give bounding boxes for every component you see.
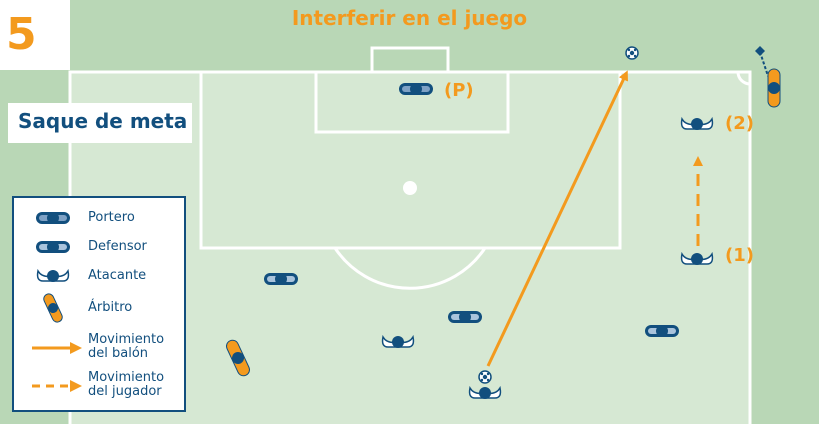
defender xyxy=(645,325,679,337)
goalkeeper xyxy=(399,83,433,95)
legend-item-player-movement: Movimiento del jugador xyxy=(14,368,184,404)
legend: Portero Defensor Atacante xyxy=(12,196,186,412)
corner-flag xyxy=(755,46,769,77)
legend-item-referee: Árbitro xyxy=(14,293,184,323)
defender xyxy=(264,273,298,285)
subtitle-box: Saque de meta xyxy=(8,103,192,143)
diagram-title: Interferir en el juego xyxy=(291,6,528,30)
ball-movement-arrow xyxy=(486,70,628,367)
attacker-icon xyxy=(36,268,70,282)
legend-label-ball-movement-1: Movimiento xyxy=(88,332,165,347)
legend-item-goalkeeper: Portero xyxy=(14,206,184,236)
penalty-spot xyxy=(403,181,417,195)
figure-number: 5 xyxy=(6,9,37,60)
ball-kick xyxy=(478,370,492,384)
figure-number-badge: 5 xyxy=(0,0,70,70)
legend-item-attacker: Atacante xyxy=(14,264,184,294)
attacker xyxy=(381,334,415,348)
attacker-kicker xyxy=(468,385,502,399)
ball-landing xyxy=(625,46,639,60)
legend-label-attacker: Atacante xyxy=(88,268,147,283)
legend-label-defender: Defensor xyxy=(88,239,147,254)
legend-label-ball-movement-2: del balón xyxy=(88,346,149,361)
penalty-arc xyxy=(333,247,487,290)
goal-area xyxy=(314,70,510,134)
legend-item-ball-movement: Movimiento del balón xyxy=(14,330,184,366)
goalkeeper-icon xyxy=(36,212,70,224)
legend-label-goalkeeper: Portero xyxy=(88,210,135,225)
referee-icon xyxy=(43,293,63,323)
player-movement-icon xyxy=(32,380,82,392)
attacker-position-1 xyxy=(680,251,714,265)
attacker-position-2 xyxy=(680,116,714,130)
legend-item-defender: Defensor xyxy=(14,235,184,265)
position-label-2: (2) xyxy=(725,113,754,134)
defender xyxy=(448,311,482,323)
legend-label-player-movement-1: Movimiento xyxy=(88,370,165,385)
legend-label-referee: Árbitro xyxy=(88,300,133,315)
diagram-subtitle: Saque de meta xyxy=(18,109,188,133)
position-label-1: (1) xyxy=(725,245,754,266)
assistant-referee xyxy=(767,68,781,108)
legend-label-player-movement-2: del jugador xyxy=(88,384,162,399)
goalkeeper-tag: (P) xyxy=(444,80,474,101)
referee xyxy=(226,339,250,377)
ball-movement-icon xyxy=(32,342,82,354)
defender-icon xyxy=(36,241,70,253)
corner-arc xyxy=(736,71,751,86)
